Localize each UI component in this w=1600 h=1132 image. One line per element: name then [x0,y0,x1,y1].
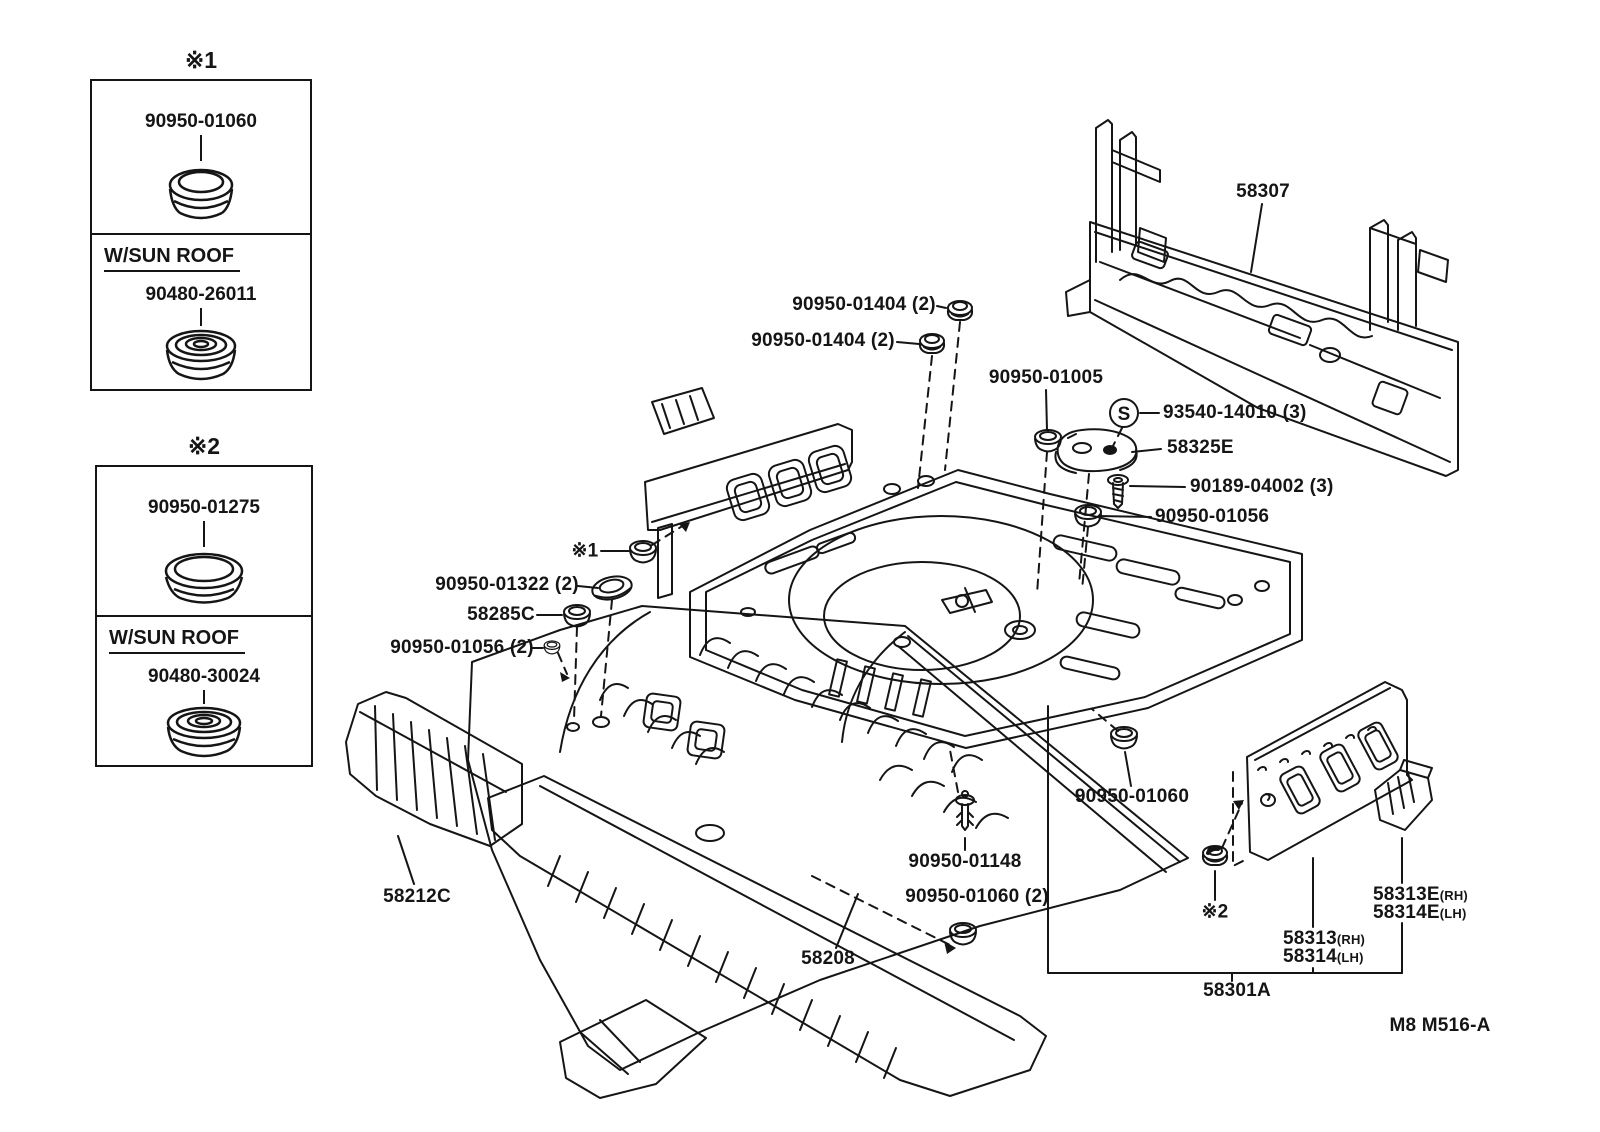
part-number-90950-01275: 90950-01275 [148,497,260,518]
detail-box-2-marker: ※2 [187,433,221,459]
part-number-90480-30024: 90480-30024 [148,666,260,687]
leader-lines [397,203,1403,974]
fastener-icons: S [543,300,1229,946]
bracket-58301A-lines [1047,705,1403,982]
detail-box-1-marker: ※1 [184,47,218,73]
spare-carrier-bracket-drawing [1054,428,1138,474]
end-plate-drawing [1246,681,1413,861]
front-floor-pan-drawing [467,605,1189,1099]
push-rivet-icon [955,790,975,831]
ribbed-grommet-icon [166,706,242,758]
standard-part-symbol-letter: S [1118,404,1131,425]
dashed-line-arrowheads [560,522,1244,954]
plug-grommet-icon [168,168,234,220]
grommet-icon [918,333,946,354]
grommet-icon [1074,504,1102,528]
sunroof-note: W/SUN ROOF [104,245,240,272]
rear-floor-pan-drawing [689,469,1303,749]
floor-side-member-drawing [345,691,523,847]
grommet-icon [563,604,591,628]
oval-grommet-icon [591,575,633,601]
standard-part-symbol-icon: S [1109,398,1139,428]
spare-tire-well [788,515,1094,685]
grommet-icon [946,300,974,321]
floor-crossmember-drawing [644,387,853,599]
sunroof-note: W/SUN ROOF [109,627,245,654]
detail-box-1: ※1 90950-01060 W/SUN ROOF 90480-26011 [90,47,312,391]
dashed-assembly-lines [557,321,1248,947]
leader-tick [203,521,205,547]
leader-tick [203,690,205,704]
part-number-90480-26011: 90480-26011 [145,284,257,305]
detail-box-1-frame: 90950-01060 W/SUN ROOF 90480-26011 [90,79,312,391]
plug-icon [1110,726,1138,750]
screw-icon [1107,474,1129,509]
leader-tick [200,308,202,326]
plug-grommet-icon [164,552,244,604]
leader-tick [200,135,202,161]
end-plate-clip-drawing [1374,759,1433,831]
detail-box-2: ※2 90950-01275 W/SUN ROOF 90480-30024 [95,433,313,767]
ribbed-grommet-icon [165,329,237,381]
plug-icon [949,922,977,946]
detail-box-2-frame: 90950-01275 W/SUN ROOF 90480-30024 [95,465,313,767]
plug-icon [543,640,561,655]
rear-panel-58307-drawing [1065,119,1459,477]
part-number-90950-01060: 90950-01060 [145,111,257,132]
